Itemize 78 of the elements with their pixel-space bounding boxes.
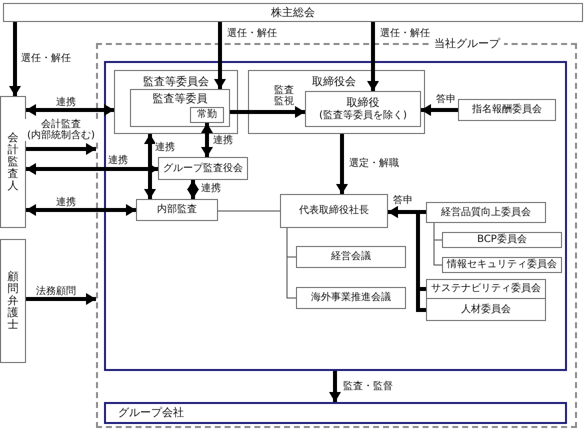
box-label: 情報セキュリティ委員会 [447,259,557,271]
connector-line [218,210,280,212]
edge-label: 監査監視 [274,85,294,107]
org-box [305,91,421,127]
org-box [3,3,583,22]
org-box [190,107,224,123]
edge-label: 監査・監督 [343,381,393,392]
double-arrow [187,180,199,199]
org-box [0,239,26,363]
box-label: 人材委員会 [461,304,511,316]
arrow [367,22,379,91]
edge-label: 連携 [213,135,233,146]
double-arrow [201,123,213,157]
org-box [458,99,556,121]
box-label: グループ監査役会 [163,162,243,174]
arrow [388,206,426,312]
org-box [248,70,425,134]
double-arrow [144,134,156,199]
box-label: 海外事業推進会議 [311,292,391,304]
edge-label: 答申 [436,94,456,105]
org-box [426,298,546,321]
arrow [9,22,21,96]
edge-label: 会計監査(内部統制含む) [24,119,98,141]
edge-label: 連携 [56,197,76,208]
arrow [26,293,96,305]
org-box [158,157,248,180]
org-box [296,287,406,309]
box-label: 顧問弁護士 [8,270,18,332]
box-label: (監査等委員を除く) [319,110,407,122]
org-box [114,70,238,134]
box-label: 監査等委員会 [143,75,209,88]
box-label: 代表取締役社長 [299,205,369,217]
group-label: 当社グループ [430,37,504,50]
edge-label: 答申 [393,195,413,206]
box-label: 常勤 [197,109,217,121]
edge-label: 連携 [56,97,76,108]
connector-line [286,228,296,298]
arrow [421,104,458,116]
org-box [442,257,562,273]
double-arrow [26,104,114,116]
box-label: サステナビリティ委員会 [431,283,541,295]
box-label: グループ会社 [118,406,184,420]
box-label: BCP委員会 [477,234,527,246]
org-box [442,232,562,248]
box-label: 指名報酬委員会 [472,104,542,116]
arrow [214,22,226,89]
box-label: 監査等委員 [152,92,208,106]
org-box [426,279,546,299]
arrow [336,134,348,194]
edge-label: 選任・解任 [21,53,71,64]
arrow [329,371,341,402]
edge-label: 連携 [108,155,128,166]
double-arrow [26,163,158,175]
org-box [104,402,567,424]
box-label: 内部監査 [157,204,197,216]
edge-label: 連携 [201,183,221,194]
org-box [426,202,546,223]
org-box [130,89,230,127]
edge-label: 選任・解任 [227,28,277,39]
double-arrow [26,204,136,216]
arrow [26,143,96,155]
box-label: 会計監査人 [8,132,18,192]
edge-label: 法務顧問 [36,286,76,297]
connector-line [434,222,442,266]
arrow [230,106,305,118]
org-box [296,246,406,268]
edge-label: 選任・解任 [380,28,430,39]
box-label: 経営会議 [331,251,371,263]
box-label: 経営品質向上委員会 [441,206,531,218]
company-boundary [104,61,567,371]
box-label: 株主総会 [271,6,315,20]
box-label: 取締役会 [312,75,356,88]
org-box [136,199,218,221]
edge-label: 選定・解職 [349,158,399,169]
org-box [280,194,388,228]
box-label: 取締役 [346,96,380,110]
org-box [0,96,26,228]
edge-label: 連携 [155,142,175,153]
